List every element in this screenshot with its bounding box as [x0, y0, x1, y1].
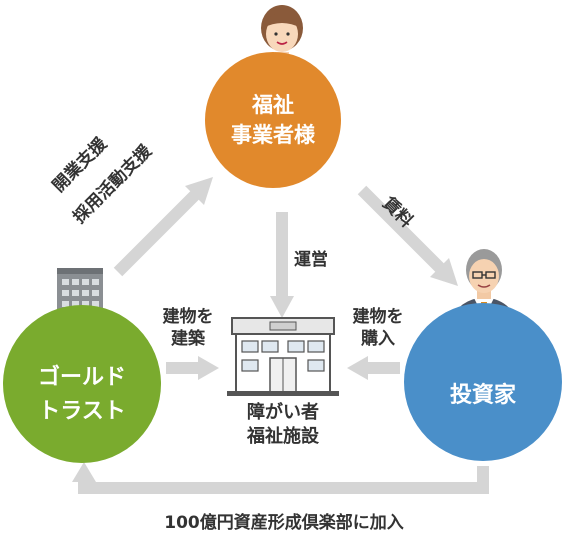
gold-trust-node: ゴールド トラスト — [3, 305, 161, 463]
operate-label: 運営 — [294, 250, 328, 270]
gold-label-line2: トラスト — [38, 399, 126, 424]
build-label: 建物を 建築 — [150, 306, 226, 350]
arrow-membership — [72, 462, 489, 494]
welfare-label-line1: 福祉 — [252, 93, 294, 117]
arrow-operate — [270, 212, 294, 318]
facility-label-line1: 障がい者 — [247, 402, 319, 423]
arrow-buy — [347, 356, 400, 380]
arrow-rent — [357, 185, 458, 286]
facility-label-line2: 福祉施設 — [247, 426, 319, 447]
arrow-support — [113, 177, 213, 277]
build-label-line2: 建築 — [171, 329, 205, 349]
welfare-facility-building-icon — [227, 317, 339, 396]
buy-label: 建物を 購入 — [340, 306, 416, 350]
welfare-business-node: 福祉 事業者様 — [205, 52, 341, 188]
arrow-build — [166, 356, 219, 380]
build-label-line1: 建物を — [162, 307, 214, 327]
welfare-label-line2: 事業者様 — [231, 123, 315, 147]
membership-label: 100億円資産形成倶楽部に加入 — [164, 513, 404, 533]
facility-label: 障がい者 福祉施設 — [222, 401, 344, 449]
investor-label: 投資家 — [449, 383, 516, 408]
buy-label-line2: 購入 — [361, 329, 395, 349]
investor-node: 投資家 — [404, 303, 562, 461]
gold-label-line1: ゴールド — [37, 365, 126, 390]
buy-label-line1: 建物を — [352, 307, 404, 327]
